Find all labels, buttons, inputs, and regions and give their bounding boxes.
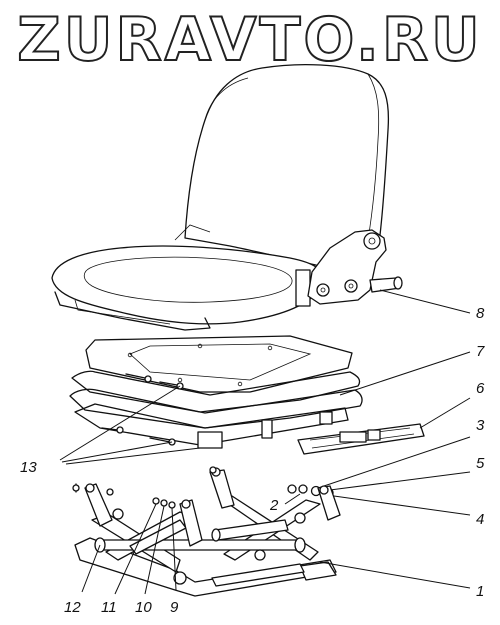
callout-6: 6 <box>476 380 485 397</box>
callout-11: 11 <box>101 599 117 616</box>
callout-8: 8 <box>476 305 485 322</box>
callout-10: 10 <box>135 599 152 616</box>
seat-assembly <box>51 63 403 331</box>
slide-rail <box>297 423 425 455</box>
callout-13: 13 <box>20 459 37 476</box>
watermark: ZURAVTO.RU <box>17 5 483 75</box>
suspension-mechanism <box>72 466 341 597</box>
callout-4: 4 <box>476 511 484 528</box>
callout-1: 1 <box>476 583 484 600</box>
callout-12: 12 <box>64 599 81 616</box>
callout-2: 2 <box>269 497 279 514</box>
callout-3: 3 <box>476 417 485 434</box>
callout-7: 7 <box>476 343 485 360</box>
bellows-cover <box>69 335 363 449</box>
callout-5: 5 <box>476 455 485 472</box>
callout-9: 9 <box>170 599 179 616</box>
